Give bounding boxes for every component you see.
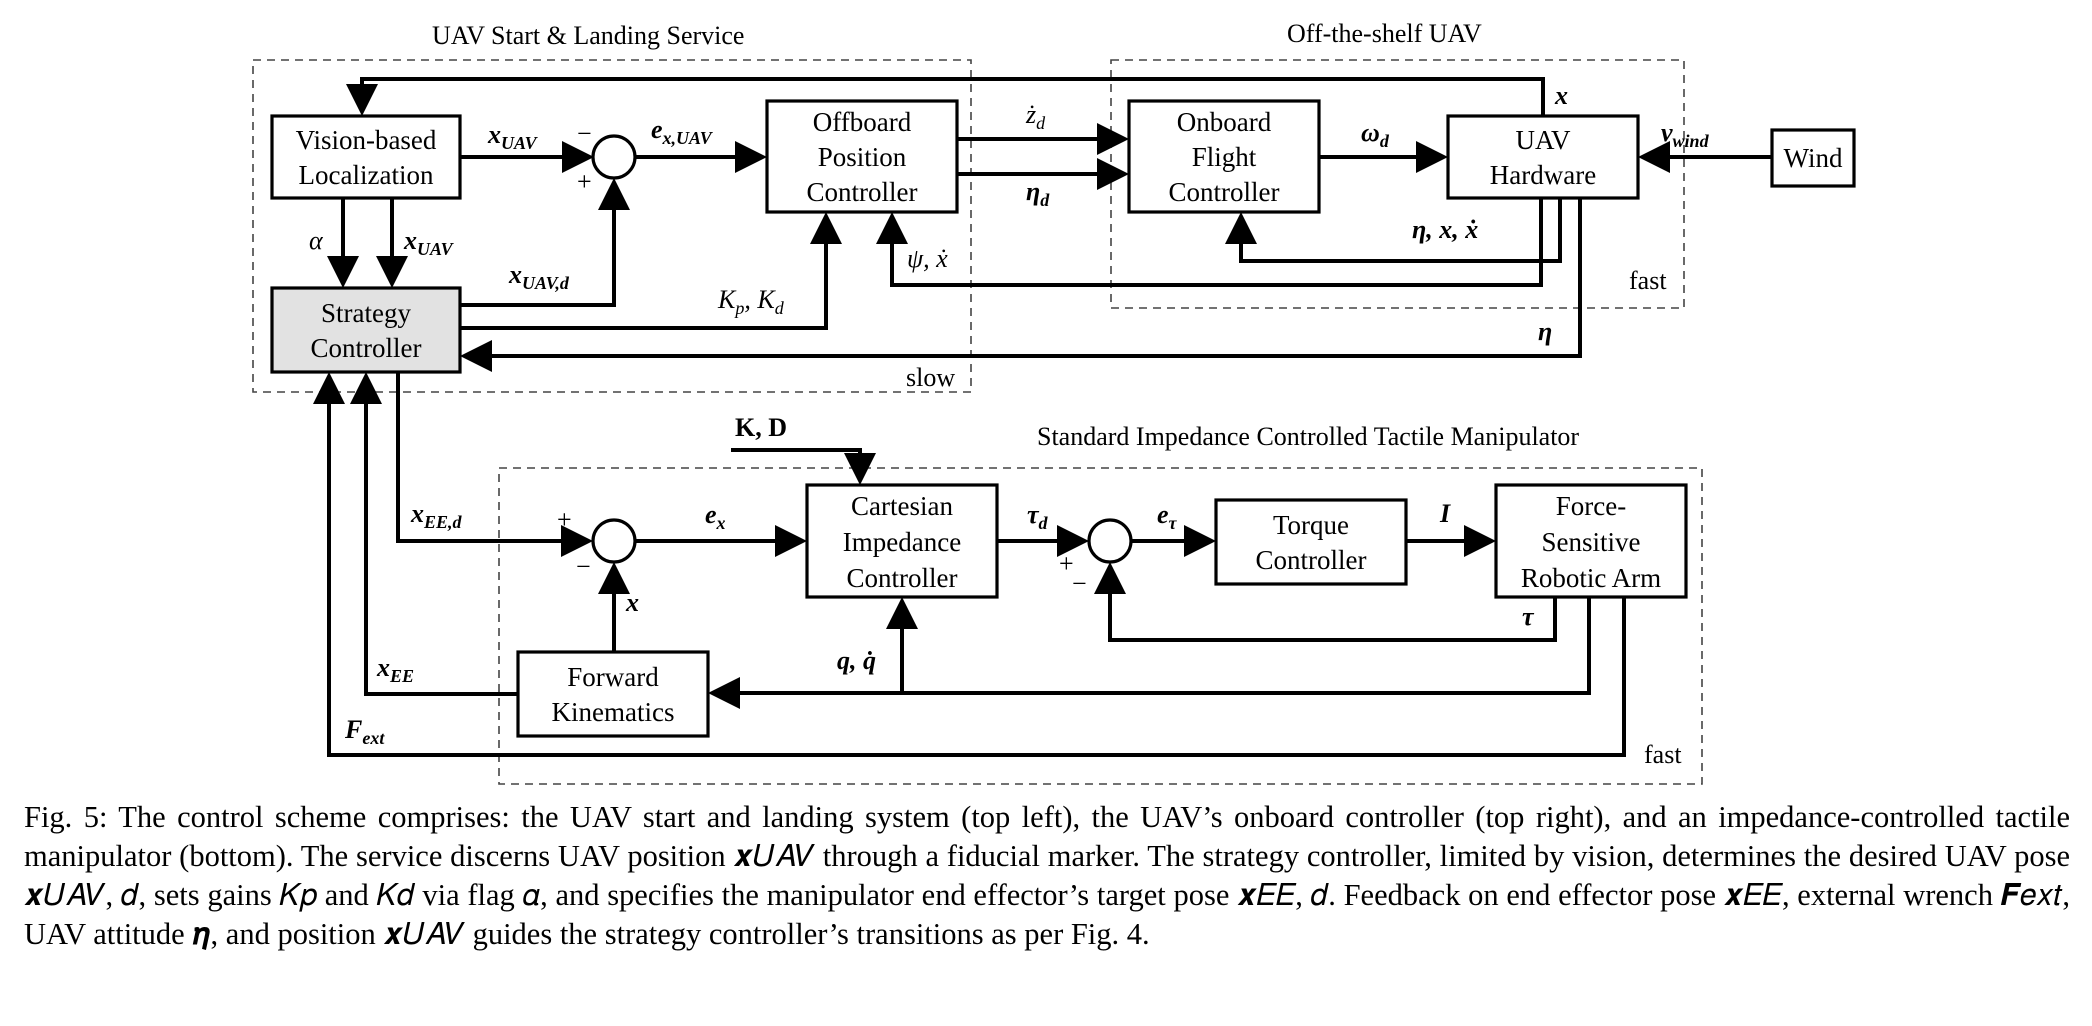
block-vision-localization: Vision-based Localization <box>270 114 462 200</box>
block-label-line: Controller <box>807 177 918 207</box>
block-label-line: Localization <box>299 160 434 190</box>
block-wind: Wind <box>1770 128 1856 188</box>
signal-label-psi-xdot: ψ, ẋ <box>907 244 948 273</box>
block-label-line: Position <box>818 142 907 172</box>
block-uav-hardware: UAV Hardware <box>1446 114 1640 200</box>
signal-label-eta-x-xdot: η, x, ẋ <box>1412 215 1478 244</box>
block-label-line: Sensitive <box>1542 527 1641 557</box>
signal-label-zdot-d: żd <box>1025 100 1046 133</box>
wire-x-feedback-top <box>346 77 1545 116</box>
group-title-off-the-shelf-uav: Off-the-shelf UAV <box>1287 19 1482 48</box>
block-label-line: Offboard <box>813 107 912 137</box>
block-label-line: Controller <box>311 333 422 363</box>
wire-psi-xdot <box>876 198 1543 287</box>
block-cartesian-impedance-controller: Cartesian Impedance Controller <box>805 483 999 599</box>
block-label-line: Flight <box>1192 142 1257 172</box>
wire-x-ee <box>350 372 518 696</box>
wire-eta-to-strategy <box>460 198 1582 372</box>
signal-label-e-tau: eτ <box>1157 500 1178 533</box>
block-label-line: Impedance <box>843 527 961 557</box>
block-label-line: Hardware <box>1490 160 1596 190</box>
block-forward-kinematics: Forward Kinematics <box>516 650 710 738</box>
wire-q-qdot <box>708 597 1591 709</box>
block-label-line: Forward <box>567 662 659 692</box>
wire-tau-feedback <box>1094 562 1557 642</box>
signal-label-eta-d: ηd <box>1026 177 1050 210</box>
block-torque-controller: Torque Controller <box>1214 498 1408 586</box>
signal-label-x-top: x <box>1554 81 1568 110</box>
wire-f-ext <box>313 372 1626 757</box>
sum-junction-uav-position <box>591 134 637 180</box>
label-slow: slow <box>906 363 955 392</box>
sum-junction-ee-pose <box>591 518 637 564</box>
wire-eta-x-xdot <box>1225 198 1562 263</box>
block-label-line: UAV <box>1515 125 1571 155</box>
wire-k-d-gains <box>731 448 876 485</box>
signal-label-q-qdot: q, q̇ <box>837 646 876 675</box>
signal-label-x-fk: x <box>625 588 639 617</box>
signal-label-e-x-uav: ex,UAV <box>651 115 714 148</box>
block-label-line: Wind <box>1784 143 1843 173</box>
signal-label-tau-d: τd <box>1027 500 1049 533</box>
block-label-line: Cartesian <box>851 491 953 521</box>
group-title-tactile-manipulator: Standard Impedance Controlled Tactile Ma… <box>1037 422 1579 451</box>
wire-x-ee-d <box>396 372 593 557</box>
signal-label-omega-d: ωd <box>1361 118 1390 151</box>
sign-plus-torque: + <box>1059 549 1074 578</box>
block-label-line: Vision-based <box>296 125 437 155</box>
block-label-line: Kinematics <box>552 697 675 727</box>
block-label-line: Controller <box>1169 177 1280 207</box>
signal-label-k-d: K, D <box>735 413 787 442</box>
sign-minus-uav: − <box>577 119 592 148</box>
sign-minus-ee: − <box>576 552 591 581</box>
signal-label-current-I: I <box>1439 499 1451 528</box>
figure-caption: Fig. 5: The control scheme comprises: th… <box>24 798 2070 954</box>
block-force-sensitive-robotic-arm: Force- Sensitive Robotic Arm <box>1494 483 1688 599</box>
block-label-line: Robotic Arm <box>1521 563 1661 593</box>
block-onboard-flight-controller: Onboard Flight Controller <box>1127 99 1321 214</box>
signal-label-x-uav-vertical: xUAV <box>403 226 455 259</box>
signal-label-x-ee-d: xEE,d <box>410 499 463 532</box>
signal-label-x-uav-d: xUAV,d <box>508 260 570 293</box>
block-label-line: Onboard <box>1177 107 1272 137</box>
signal-label-tau: τ <box>1522 602 1535 631</box>
signal-label-x-uav: xUAV <box>487 120 539 153</box>
signal-label-e-x: ex <box>705 500 726 533</box>
group-uav-start-landing <box>252 59 972 393</box>
group-tactile-manipulator <box>498 467 1703 785</box>
sum-junction-torque <box>1087 518 1133 564</box>
group-title-uav-start-landing: UAV Start & Landing Service <box>432 21 744 50</box>
block-label-line: Torque <box>1273 510 1349 540</box>
signal-label-x-ee: xEE <box>376 653 414 686</box>
sign-plus-uav: + <box>577 167 592 196</box>
caption-text: Fig. 5: The control scheme comprises: th… <box>24 800 2070 951</box>
signal-label-alpha: α <box>309 226 324 255</box>
control-scheme-diagram: UAV Start & Landing Service Off-the-shel… <box>252 19 1856 785</box>
wire-x-uav-d <box>460 178 630 307</box>
label-fast-bottom: fast <box>1644 740 1682 769</box>
signal-label-kp-kd: Kp, Kd <box>717 285 785 318</box>
block-offboard-position-controller: Offboard Position Controller <box>765 99 959 214</box>
signal-label-eta-right: η <box>1538 317 1552 346</box>
signal-label-nu-wind: νwind <box>1661 118 1710 151</box>
block-label-line: Strategy <box>321 298 411 328</box>
wire-kp-kd <box>460 212 842 330</box>
sign-minus-torque: − <box>1072 569 1087 598</box>
block-strategy-controller: Strategy Controller <box>270 286 462 374</box>
block-label-line: Controller <box>1256 545 1367 575</box>
block-label-line: Controller <box>847 563 958 593</box>
block-label-line: Force- <box>1556 491 1626 521</box>
sign-plus-ee: + <box>557 505 572 534</box>
label-fast-top: fast <box>1629 266 1667 295</box>
signal-label-f-ext: Fext <box>344 715 385 748</box>
